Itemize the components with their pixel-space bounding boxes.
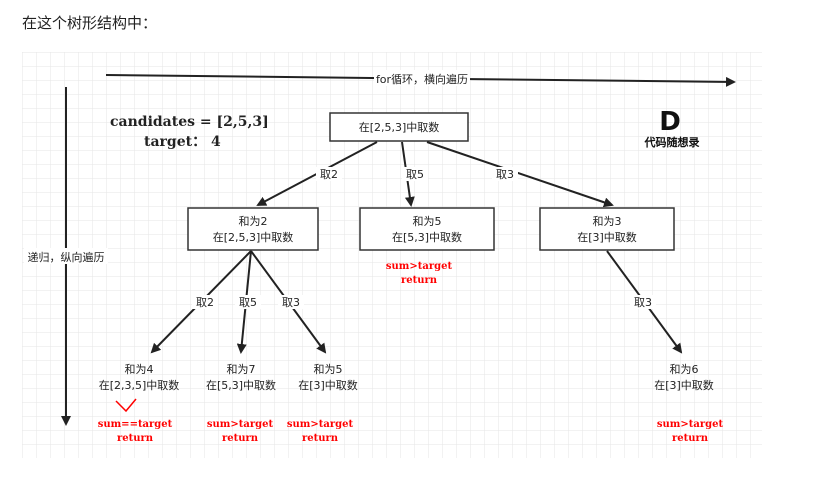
node-sum5: [359, 207, 495, 251]
leaf-sum7-note1: sum>target: [207, 419, 274, 430]
edge-label-take5-l2: 取5: [239, 296, 257, 309]
leaf-sum5-note1: sum>target: [287, 419, 354, 430]
node-sum5-line2: 在[5,3]中取数: [392, 231, 462, 244]
edge-label-take3-l3: 取3: [634, 296, 652, 309]
leaf-sum7: 和为7 在[5,3]中取数 sum>target return: [206, 363, 276, 444]
edge-label-take2: 取2: [320, 168, 338, 181]
logo: D 代码随想录: [644, 107, 700, 149]
recursion-label-bg: [24, 248, 108, 264]
edge-label-take2-l2: 取2: [196, 296, 214, 309]
node-sum5-note2: return: [401, 275, 438, 286]
leaf-sum5-line2: 在[3]中取数: [298, 379, 358, 392]
edge-label-bg: [316, 167, 342, 181]
leaf-sum4-note1: sum==target: [98, 419, 173, 430]
edge-root-to-node3: [426, 141, 614, 208]
leaf-sum4-line2: 在[2,3,5]中取数: [99, 379, 180, 392]
leaf-sum6-note1: sum>target: [657, 419, 724, 430]
edge-label-bg: [278, 295, 304, 309]
leaf-sum5-line1: 和为5: [314, 363, 343, 376]
diagram-canvas: for循环，横向遍历 递归，纵向遍历 candidates = [2,5,3] …: [22, 52, 762, 458]
edge-label-bg: [402, 167, 428, 181]
recursion-label: 递归，纵向遍历: [28, 250, 105, 264]
leaf-sum6-note2: return: [672, 433, 709, 444]
target-label: target： 4: [144, 134, 221, 150]
node-sum5-line1: 和为5: [413, 215, 442, 228]
edge-label-take3-l2: 取3: [282, 296, 300, 309]
leaf-sum4-note2: return: [117, 433, 154, 444]
node-sum2-line2: 在[2,5,3]中取数: [213, 231, 294, 244]
edge-label-bg: [630, 295, 656, 309]
node-sum3-line2: 在[3]中取数: [577, 231, 637, 244]
leaf-sum6-line2: 在[3]中取数: [654, 379, 714, 392]
page-caption: 在这个树形结构中：: [22, 14, 158, 32]
candidates-label: candidates = [2,5,3]: [110, 114, 269, 130]
leaf-sum7-note2: return: [222, 433, 259, 444]
node-sum2-line1: 和为2: [239, 215, 268, 228]
node-sum2: [187, 207, 319, 251]
root-node: [329, 112, 469, 142]
leaf-sum5-note2: return: [302, 433, 339, 444]
checkmark-icon: [115, 398, 137, 413]
edge-label-take5: 取5: [406, 168, 424, 181]
logo-mark: D: [659, 107, 681, 137]
for-label: for循环，横向遍历: [376, 72, 468, 86]
leaf-sum4-line1: 和为4: [125, 363, 154, 376]
edge-label-bg: [192, 295, 218, 309]
leaf-sum7-line2: 在[5,3]中取数: [206, 379, 276, 392]
edge-label-bg: [492, 167, 518, 181]
tree-diagram: for循环，横向遍历 递归，纵向遍历 candidates = [2,5,3] …: [22, 52, 762, 458]
leaf-sum4: 和为4 在[2,3,5]中取数 sum==target return: [98, 363, 180, 444]
logo-text: 代码随想录: [644, 135, 700, 149]
edge-label-bg: [235, 295, 261, 309]
for-label-bg: [374, 70, 470, 86]
node-sum3: [539, 207, 675, 251]
root-node-label: 在[2,5,3]中取数: [359, 121, 440, 134]
leaf-sum7-line1: 和为7: [227, 363, 256, 376]
edge-label-take3: 取3: [496, 168, 514, 181]
node-sum3-line1: 和为3: [593, 215, 622, 228]
leaf-sum6: 和为6 在[3]中取数 sum>target return: [654, 363, 723, 444]
leaf-sum5: 和为5 在[3]中取数 sum>target return: [287, 363, 358, 444]
node-sum5-note1: sum>target: [386, 261, 453, 272]
leaf-sum6-line1: 和为6: [670, 363, 699, 376]
